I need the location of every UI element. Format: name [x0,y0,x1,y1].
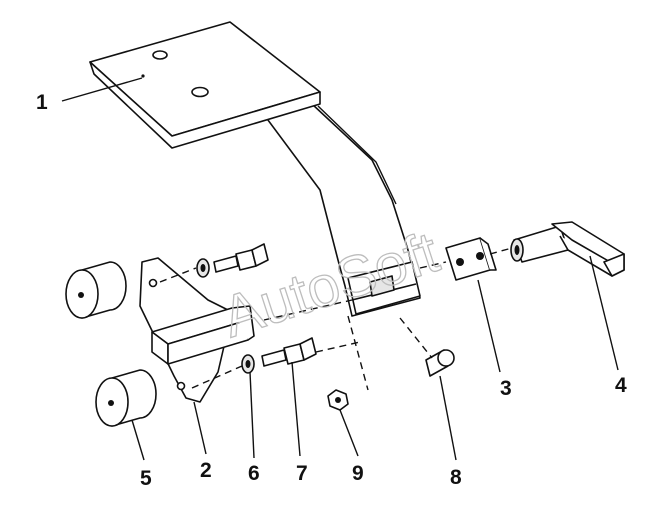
part-4-pedal-lever [510,221,625,277]
part-8-pin [425,349,455,377]
callout-2: 2 [200,459,212,482]
part-9-nut [327,389,349,411]
callout-3: 3 [500,377,512,400]
part-1-pedal-bracket [89,21,421,317]
callout-1: 1 [36,91,48,114]
callout-9: 9 [352,462,364,485]
part-2-mounting-bracket [139,257,255,403]
callout-7: 7 [296,462,308,485]
part-7-bolts [213,243,317,367]
part-3-block [445,237,497,281]
callout-5: 5 [140,467,152,490]
callout-6: 6 [248,462,260,485]
leader-lines [61,77,619,461]
callout-8: 8 [450,466,462,489]
part-6-washers [196,258,255,374]
watermark-text: AutoSoft [215,219,447,350]
part-5-rubber-bumpers [65,261,157,427]
callout-4: 4 [615,374,627,397]
assembly-axes [159,247,513,391]
